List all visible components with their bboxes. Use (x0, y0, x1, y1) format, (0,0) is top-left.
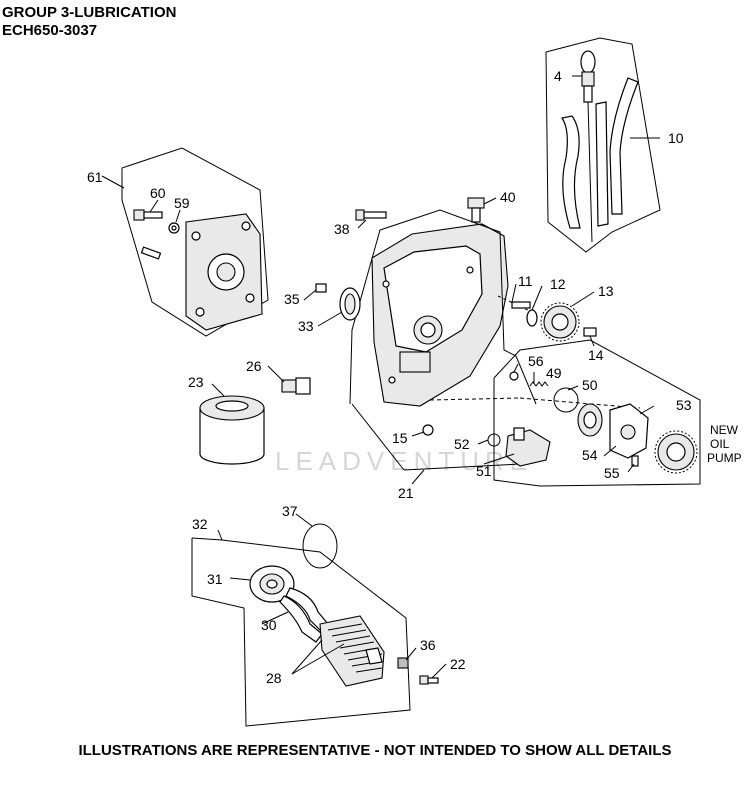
callout-11: 11 (518, 273, 533, 289)
bolt-38[interactable] (355, 209, 387, 221)
dipstick-part[interactable] (580, 50, 596, 243)
callout-26: 26 (246, 358, 262, 374)
cooler-adapter-31[interactable] (249, 565, 295, 603)
callout-33: 33 (298, 318, 314, 334)
callout-51: 51 (476, 463, 492, 479)
cooler-group-outline (191, 537, 411, 727)
pump-gear-53[interactable] (654, 430, 698, 474)
dowel-pin[interactable] (140, 246, 162, 260)
oil-pump-group-outline (429, 339, 701, 487)
dipstick-group-outline (545, 37, 661, 253)
o-ring-50[interactable] (553, 387, 579, 413)
crankcase-cover[interactable] (371, 223, 509, 407)
adapter-plate[interactable] (185, 213, 263, 331)
callout-49: 49 (546, 365, 562, 381)
nipple-26[interactable] (281, 377, 311, 395)
callout-52: 52 (454, 436, 470, 452)
watermark: LEADVENTURE (275, 446, 533, 476)
screw-22[interactable] (419, 675, 439, 685)
screw-55[interactable] (631, 455, 639, 467)
leader-lines (101, 75, 660, 679)
washer-12[interactable] (526, 309, 538, 327)
callout-10: 10 (668, 130, 684, 146)
new-oil-pump-line-3: PUMP (707, 451, 742, 465)
new-oil-pump-line-1: NEW (710, 423, 739, 437)
callout-60: 60 (150, 185, 166, 201)
callout-40: 40 (500, 189, 516, 205)
callout-55: 55 (604, 465, 620, 481)
governor-gear-13[interactable] (540, 302, 580, 342)
callout-22: 22 (450, 656, 466, 672)
callout-21: 21 (398, 485, 414, 501)
oil-pressure-sensor-40[interactable] (467, 197, 485, 223)
callout-30: 30 (261, 617, 277, 633)
dipstick-tubes (561, 77, 639, 229)
gear-shaft-11[interactable] (497, 295, 533, 313)
pump-rotor[interactable] (577, 403, 603, 437)
clip-36[interactable] (397, 657, 409, 669)
new-oil-pump-line-2: OIL (710, 437, 730, 451)
callout-53: 53 (676, 397, 692, 413)
pin-14[interactable] (583, 327, 597, 337)
callout-4: 4 (554, 68, 562, 84)
oil-cooler-28[interactable] (319, 615, 385, 687)
engine-model-title: ECH650-3037 (2, 22, 98, 39)
callout-61: 61 (87, 169, 103, 185)
disclaimer-footer: ILLUSTRATIONS ARE REPRESENTATIVE - NOT I… (78, 742, 672, 759)
oil-seal-33[interactable] (339, 287, 361, 321)
callout-56: 56 (528, 353, 544, 369)
spring-49[interactable] (529, 381, 549, 387)
oil-filter-23[interactable] (199, 395, 265, 465)
callout-12: 12 (550, 276, 566, 292)
ball-56[interactable] (509, 371, 519, 381)
pump-plate-54[interactable] (609, 403, 649, 459)
callout-13: 13 (598, 283, 614, 299)
pin-35[interactable] (315, 283, 327, 293)
callout-59: 59 (174, 195, 190, 211)
new-oil-pump-note: NEW OIL PUMP (707, 423, 742, 465)
bolt-60[interactable] (133, 209, 163, 221)
callout-labels: 4 10 61 60 59 38 40 11 12 13 14 35 33 26… (87, 68, 692, 686)
callout-37: 37 (282, 503, 298, 519)
callout-15: 15 (392, 430, 408, 446)
oil-pickup-51[interactable] (505, 427, 551, 467)
washer-15[interactable] (422, 424, 434, 436)
callout-54: 54 (582, 447, 598, 463)
callout-32: 32 (192, 516, 208, 532)
callout-14: 14 (588, 347, 604, 363)
callout-36: 36 (420, 637, 436, 653)
o-ring-37[interactable] (302, 523, 338, 569)
callout-50: 50 (582, 377, 598, 393)
diagram-group-title: GROUP 3-LUBRICATION (2, 4, 177, 21)
callout-28: 28 (266, 670, 282, 686)
callout-23: 23 (188, 374, 204, 390)
callout-31: 31 (207, 571, 223, 587)
callout-38: 38 (334, 221, 350, 237)
washer-59[interactable] (168, 222, 180, 234)
callout-35: 35 (284, 291, 300, 307)
